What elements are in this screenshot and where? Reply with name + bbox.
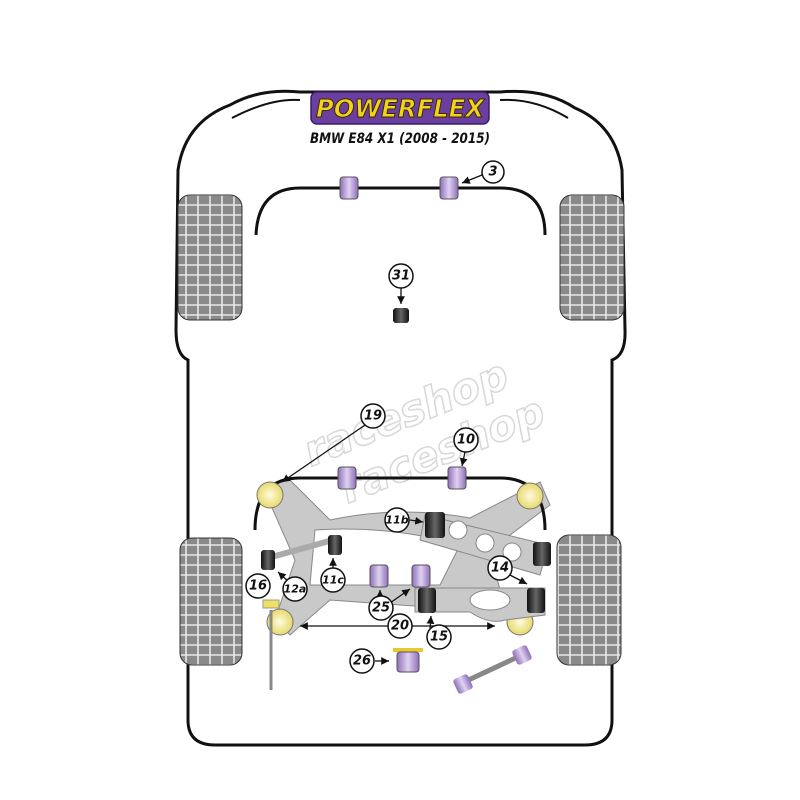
rear-arb-bush xyxy=(337,466,357,490)
svg-text:12a: 12a xyxy=(284,583,307,596)
svg-text:25: 25 xyxy=(372,601,390,616)
svg-text:16: 16 xyxy=(249,579,267,594)
front-arb-bush xyxy=(339,176,359,200)
bush-11c xyxy=(328,535,342,555)
callout-11c: 11c xyxy=(320,567,346,593)
front-anti-roll-bar xyxy=(254,186,547,236)
subframe-mount xyxy=(516,482,544,510)
svg-text:19: 19 xyxy=(364,409,382,424)
callout-10: 10 xyxy=(453,427,479,453)
svg-text:10: 10 xyxy=(457,433,475,448)
svg-text:3: 3 xyxy=(488,165,497,180)
link-12a xyxy=(267,537,334,561)
bush-14 xyxy=(527,588,545,613)
svg-text:14: 14 xyxy=(491,561,509,576)
vehicle-model: BMW E84 X1 (2008 - 2015) xyxy=(310,131,490,147)
bush-15 xyxy=(418,588,436,613)
svg-text:15: 15 xyxy=(430,630,448,645)
tyre-front-left xyxy=(177,194,243,321)
subframe-mount xyxy=(266,608,294,636)
callout-3: 3 xyxy=(481,160,505,184)
callout-31: 31 xyxy=(388,263,414,289)
tyre-rear-left xyxy=(179,537,243,666)
callout-14: 14 xyxy=(487,555,513,581)
tyre-front-right xyxy=(559,194,625,321)
bush-26-flange xyxy=(393,648,423,652)
svg-text:26: 26 xyxy=(353,654,371,669)
svg-text:11c: 11c xyxy=(322,574,344,587)
tyre-rear-right xyxy=(556,534,622,666)
bush-25 xyxy=(411,564,431,588)
callout-19: 19 xyxy=(360,403,386,429)
bush-31 xyxy=(393,308,409,323)
bush-16 xyxy=(262,599,280,609)
callout-26: 26 xyxy=(349,648,375,674)
svg-text:11b: 11b xyxy=(385,514,408,527)
svg-text:31: 31 xyxy=(392,269,410,284)
subframe-mount xyxy=(256,481,284,509)
bush-25 xyxy=(369,564,389,588)
callout-12a: 12a xyxy=(282,576,308,602)
callout-25: 25 xyxy=(368,595,394,621)
callout-11b: 11b xyxy=(384,507,410,533)
bush-11b xyxy=(533,542,551,566)
powerflex-logo: POWERFLEX xyxy=(310,91,490,125)
bush-12a xyxy=(261,550,275,570)
svg-text:POWERFLEX: POWERFLEX xyxy=(316,94,486,123)
rear-arb-bush xyxy=(447,466,467,490)
callout-20: 20 xyxy=(387,613,413,639)
callout-15: 15 xyxy=(426,624,452,650)
callout-16: 16 xyxy=(245,573,271,599)
svg-text:20: 20 xyxy=(391,619,409,634)
windscreen-line xyxy=(231,98,569,119)
front-arb-bush xyxy=(439,176,459,200)
bush-26 xyxy=(396,651,420,673)
bush-11b xyxy=(425,512,445,538)
loose-link xyxy=(460,652,524,686)
